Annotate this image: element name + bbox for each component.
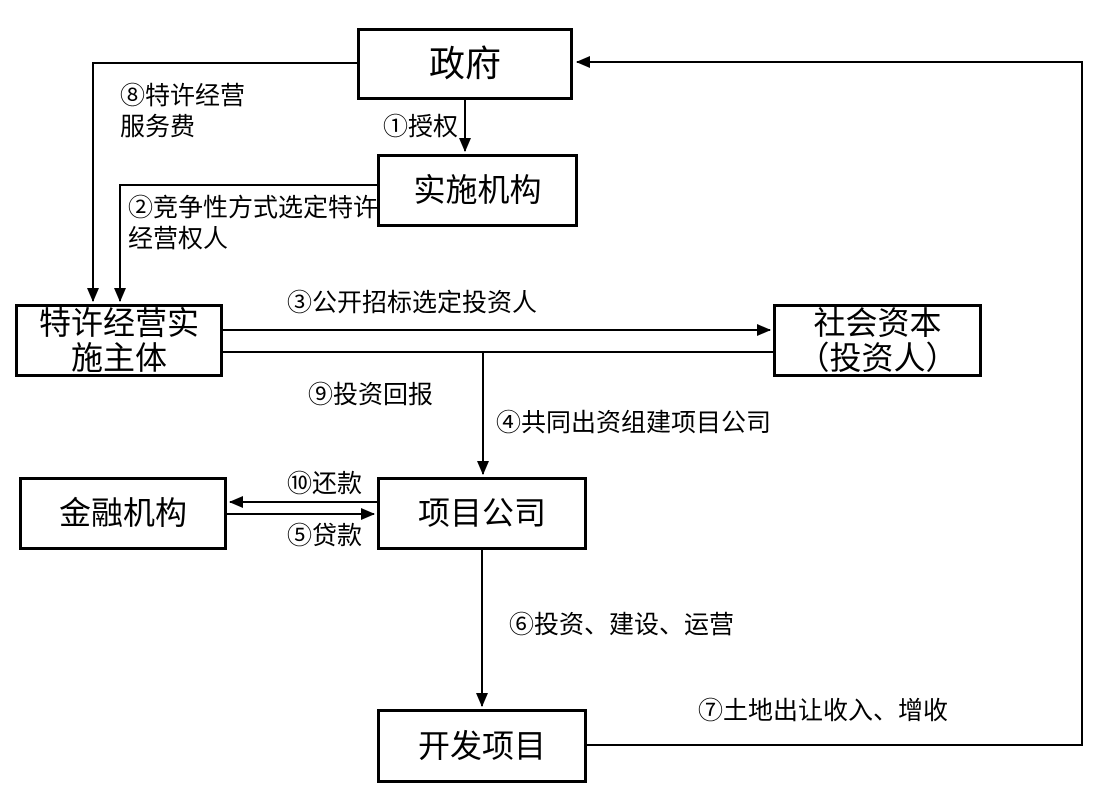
- edge-label-3-open-bidding: ③公开招标选定投资人: [287, 288, 538, 317]
- node-financial-institution: 金融机构: [19, 477, 227, 550]
- node-franchise-entity: 特许经营实 施主体: [15, 304, 223, 377]
- edge-label-1-authorize: ①授权: [383, 112, 459, 141]
- edge-label-7-land-revenue: ⑦土地出让收入、增收: [698, 696, 949, 725]
- node-social-capital: 社会资本 （投资人）: [773, 304, 982, 377]
- edge-label-4-joint-funding: ④共同出资组建项目公司: [496, 408, 772, 437]
- node-development-project-label: 开发项目: [417, 726, 546, 765]
- node-implementing-agency-label: 实施机构: [413, 171, 542, 209]
- node-implementing-agency: 实施机构: [377, 154, 578, 227]
- node-project-company: 项目公司: [377, 477, 587, 550]
- edge-label-8-franchise-service-fee: ⑧特许经营 服务费: [120, 81, 246, 141]
- node-project-company-label: 项目公司: [417, 494, 546, 532]
- edge-label-9-investment-return: ⑨投资回报: [308, 380, 434, 409]
- edge-label-5-loan: ⑤贷款: [287, 521, 363, 550]
- edge-label-10-repayment: ⑩还款: [287, 469, 363, 498]
- node-development-project: 开发项目: [377, 709, 587, 783]
- node-government-label: 政府: [428, 43, 501, 85]
- edge-label-6-invest-build-operate: ⑥投资、建设、运营: [509, 610, 735, 639]
- edge-label-2-competitive-selection: ②竞争性方式选定特许 经营权人: [128, 193, 379, 253]
- node-franchise-entity-label: 特许经营实 施主体: [38, 303, 199, 377]
- edge-2-competitive-selection-line: [114, 184, 377, 302]
- node-government: 政府: [357, 28, 573, 100]
- node-financial-institution-label: 金融机构: [58, 494, 187, 532]
- node-social-capital-label: 社会资本 （投资人）: [797, 303, 958, 377]
- edge-7-land-revenue-line: [576, 56, 1083, 746]
- edge-8-franchise-service-fee-line: [87, 62, 357, 302]
